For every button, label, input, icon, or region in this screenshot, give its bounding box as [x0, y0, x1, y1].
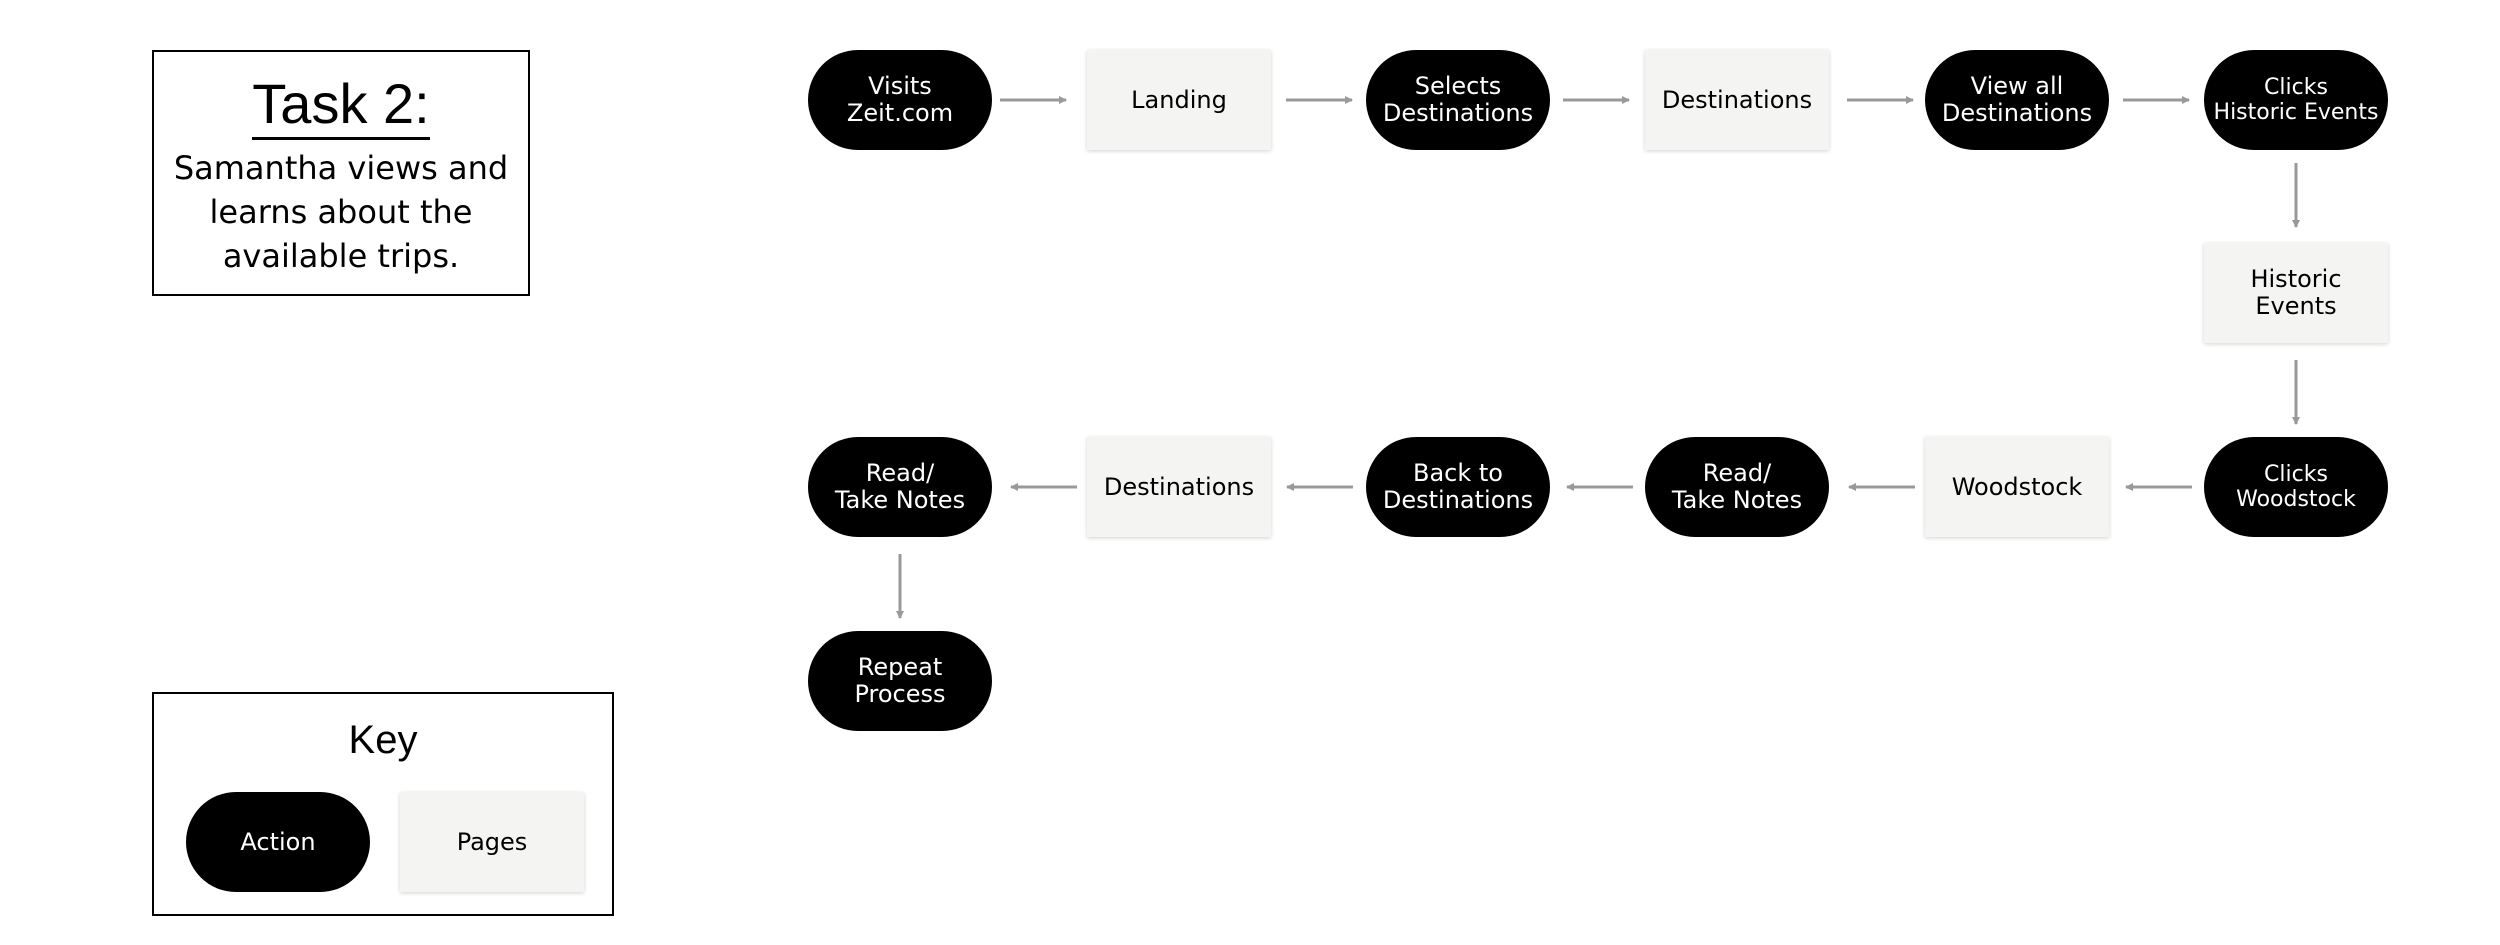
node-read-take-notes-2: Read/ Take Notes — [808, 437, 992, 537]
key-title: Key — [348, 718, 418, 762]
key-action-sample: Action — [186, 792, 370, 892]
task-box: Task 2: Samantha views and learns about … — [152, 50, 530, 296]
node-clicks-woodstock: Clicks Woodstock — [2204, 437, 2388, 537]
task-title: Task 2: — [154, 72, 528, 140]
node-visits-zeit: Visits Zeit.com — [808, 50, 992, 150]
node-historic-events: Historic Events — [2204, 243, 2388, 343]
node-read-take-notes-1: Read/ Take Notes — [1645, 437, 1829, 537]
node-back-to-destinations: Back to Destinations — [1366, 437, 1550, 537]
node-landing: Landing — [1087, 50, 1271, 150]
key-page-sample: Pages — [400, 792, 584, 892]
node-view-all-destinations: View all Destinations — [1925, 50, 2109, 150]
node-woodstock: Woodstock — [1925, 437, 2109, 537]
task-description: Samantha views and learns about the avai… — [173, 149, 509, 275]
node-clicks-historic-events: Clicks Historic Events — [2204, 50, 2388, 150]
node-repeat-process: Repeat Process — [808, 631, 992, 731]
node-destinations-2: Destinations — [1087, 437, 1271, 537]
node-selects-destinations: Selects Destinations — [1366, 50, 1550, 150]
key-legend: Key Action Pages — [152, 692, 614, 916]
node-destinations-1: Destinations — [1645, 50, 1829, 150]
